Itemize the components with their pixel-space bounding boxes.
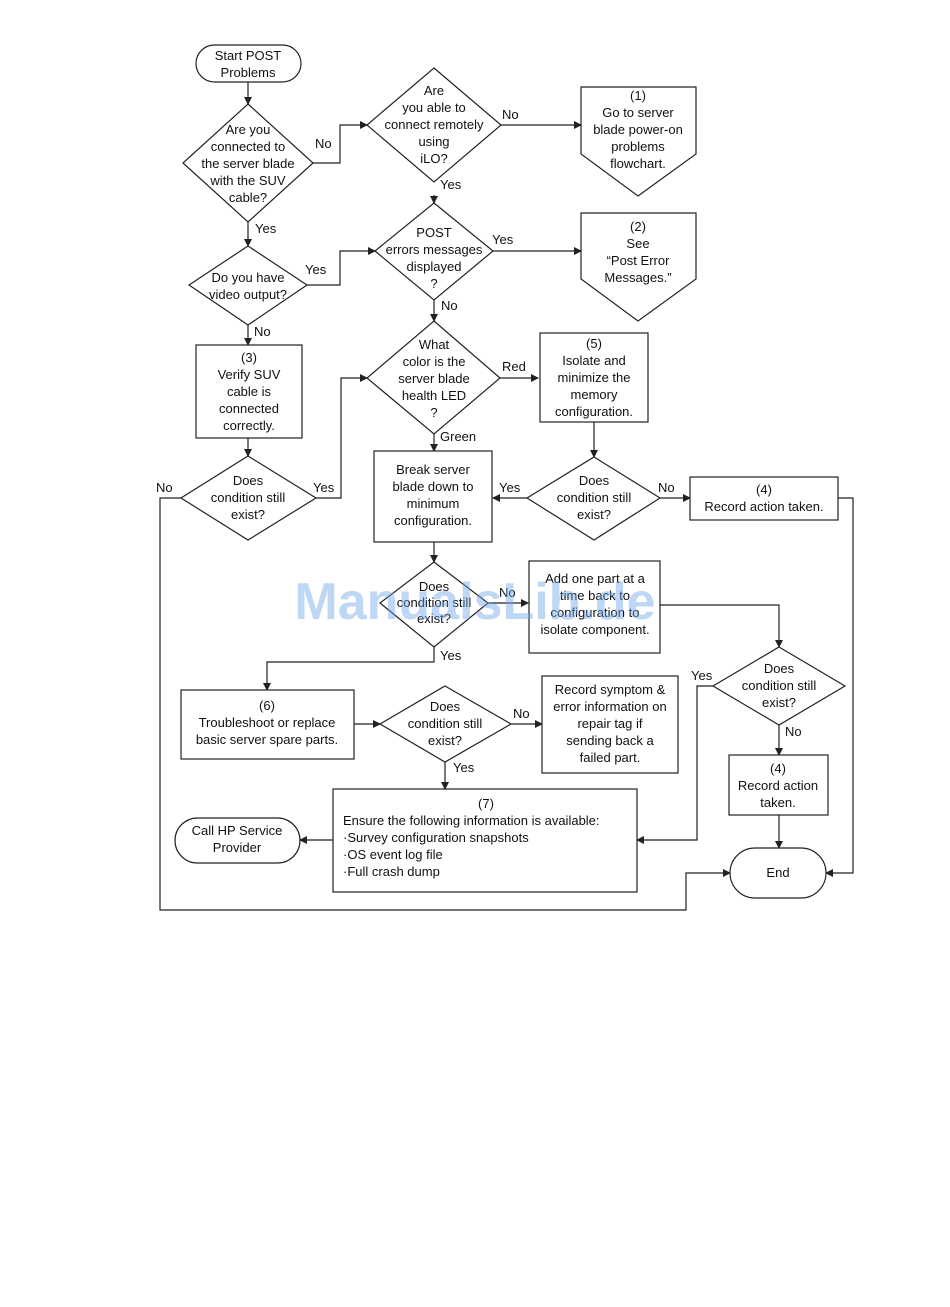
label-q-led-green: Green <box>440 429 476 444</box>
edge-q-suv-no <box>313 121 368 164</box>
edge-q-cond4-yes <box>636 685 713 844</box>
label-q-video-yes: Yes <box>305 262 327 277</box>
label-q-cond2-yes: Yes <box>499 480 521 495</box>
edge-q-video-yes <box>307 247 376 286</box>
edge-labels: No No Yes Yes Yes Yes No No Red Green No… <box>156 107 802 775</box>
label-q-suv-yes: Yes <box>255 221 277 236</box>
connectors <box>159 82 854 911</box>
watermark: ManualsLib.de <box>294 573 655 631</box>
node-b7-label: Ensure the following information is avai… <box>343 813 600 879</box>
label-q-cond5-yes: Yes <box>453 760 475 775</box>
node-end: End <box>729 847 827 899</box>
edge-q-cond3-yes <box>263 647 435 691</box>
label-q-cond4-no: No <box>785 724 802 739</box>
node-end-label: End <box>766 865 789 880</box>
edge-q-cond1-no <box>159 497 731 911</box>
node-b4a-label: (4)Record action taken. <box>704 482 823 514</box>
label-q-ilo-yes: Yes <box>440 177 462 192</box>
node-b7: (7) Ensure the following information is … <box>332 788 638 893</box>
label-q-ilo-no: No <box>502 107 519 122</box>
label-q-cond4-yes: Yes <box>691 668 713 683</box>
label-q-cond5-no: No <box>513 706 530 721</box>
node-b7-title: (7) <box>478 796 494 811</box>
label-q-post-no: No <box>441 298 458 313</box>
label-q-led-red: Red <box>502 359 526 374</box>
label-q-cond1-no: No <box>156 480 173 495</box>
label-q-suv-no: No <box>315 136 332 151</box>
node-b4a: (4)Record action taken. <box>689 476 839 521</box>
label-q-cond2-no: No <box>658 480 675 495</box>
label-q-cond3-yes: Yes <box>440 648 462 663</box>
edge-add-to-q-cond4 <box>660 604 783 648</box>
label-q-cond1-yes: Yes <box>313 480 335 495</box>
label-q-cond3-no: No <box>499 585 516 600</box>
edge-b4a-to-end <box>825 497 854 877</box>
label-q-video-no: No <box>254 324 271 339</box>
label-q-post-yes: Yes <box>492 232 514 247</box>
edge-q-cond1-yes <box>316 374 368 499</box>
